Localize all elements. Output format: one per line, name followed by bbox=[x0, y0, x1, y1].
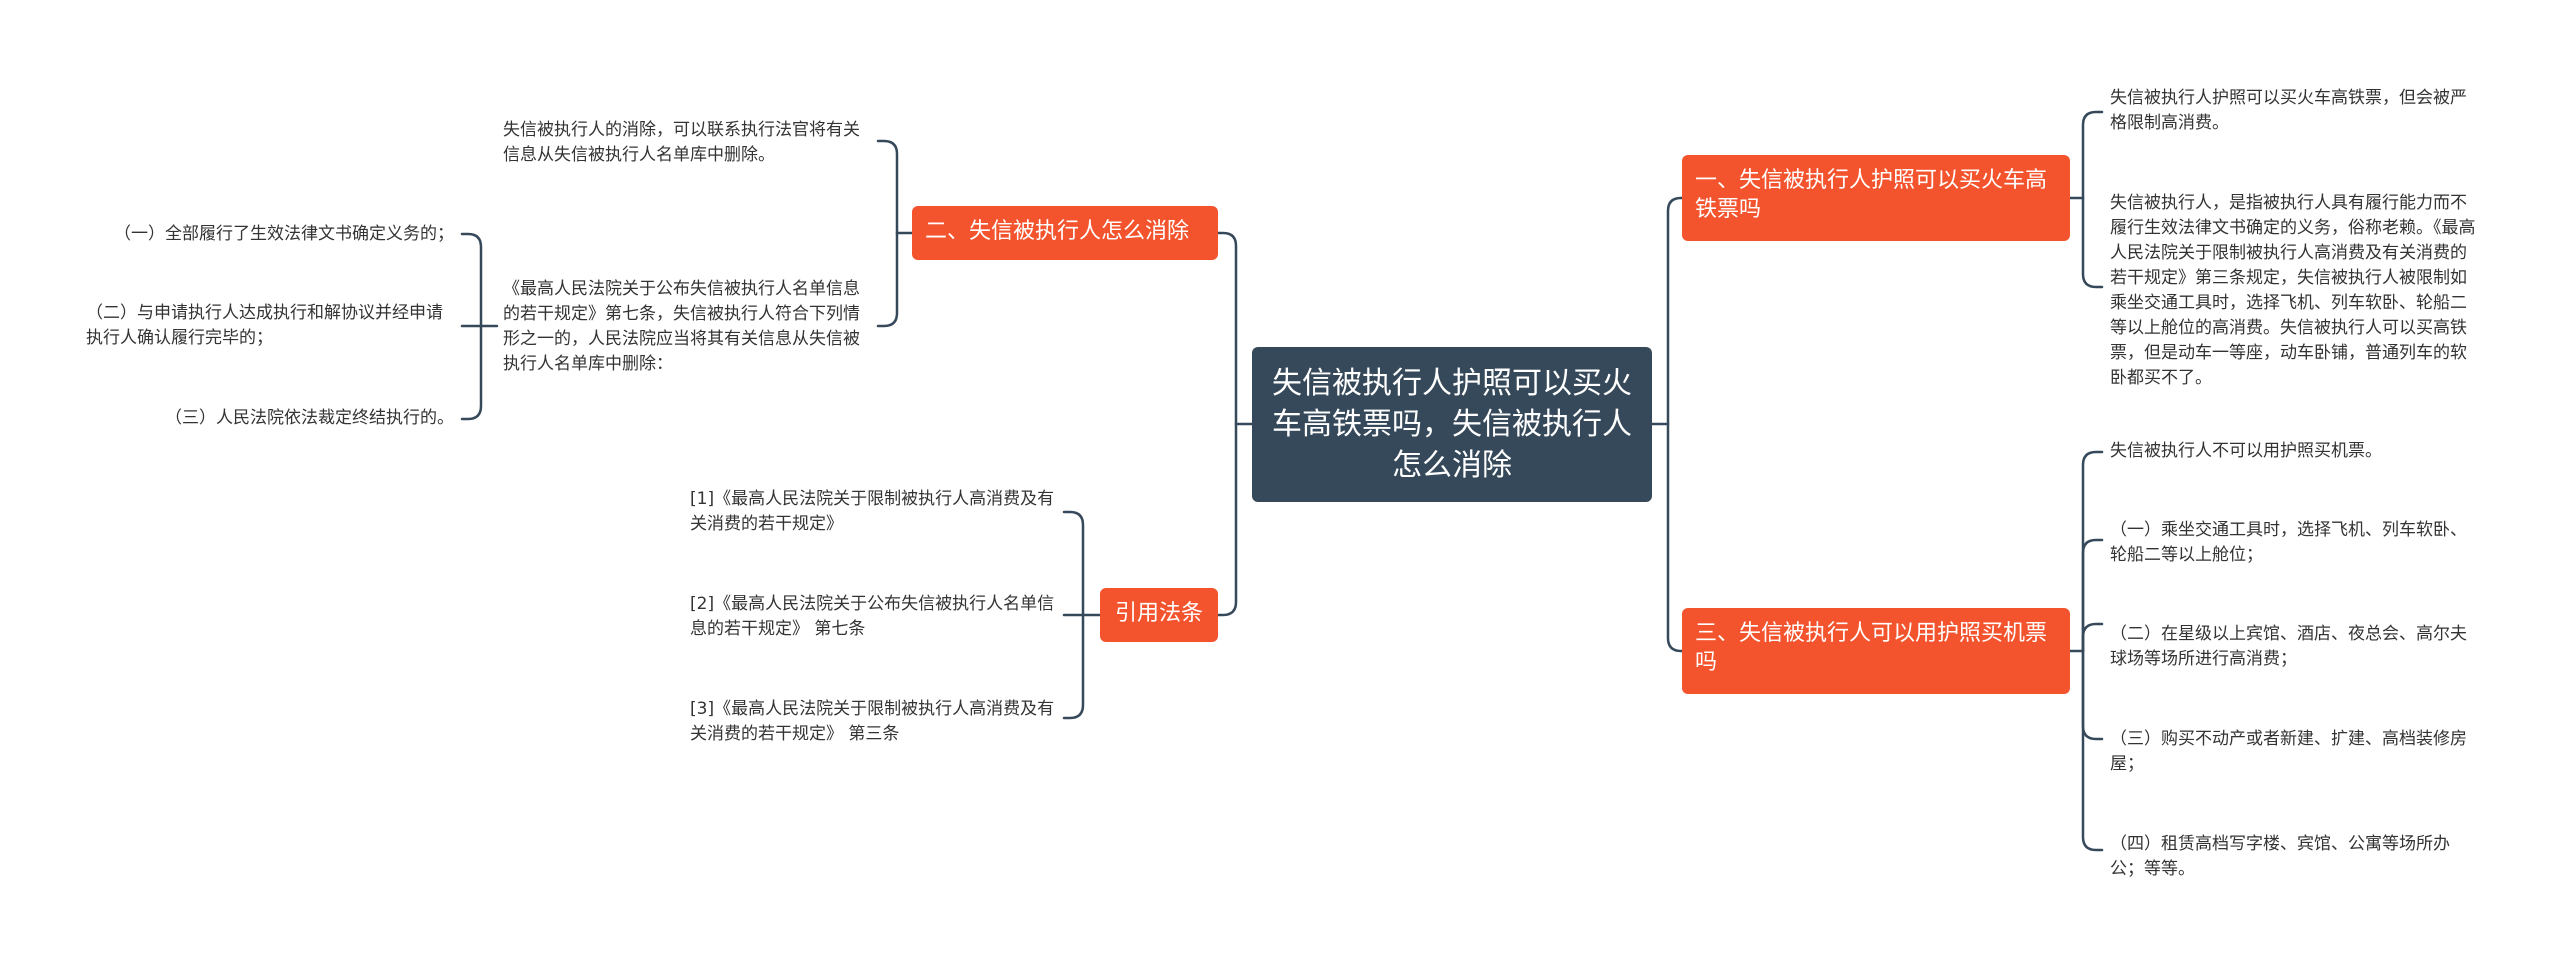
branch-label: 二、失信被执行人怎么消除 bbox=[925, 219, 1190, 244]
connector-branch2-leaf2 bbox=[876, 231, 899, 328]
leaf-text: （一）乘坐交通工具时，选择飞机、列车软卧、轮船二等以上舱位； bbox=[2110, 520, 2467, 565]
subleaf-text: （二）与申请执行人达成执行和解协议并经申请执行人确认履行完毕的； bbox=[86, 303, 443, 348]
reference-item: [1]《最高人民法院关于限制被执行人高消费及有关消费的若干规定》 bbox=[690, 489, 1055, 534]
connector-ref3 bbox=[1062, 613, 1085, 720]
connector-subleaf1 bbox=[460, 232, 483, 328]
branch-passport-high-speed-rail[interactable]: 一、失信被执行人护照可以买火车高铁票吗 bbox=[1682, 155, 2070, 241]
connector-branch3-leaf2 bbox=[2081, 538, 2104, 653]
connector-branch3-leaf3 bbox=[2081, 622, 2104, 653]
root-topic-label: 失信被执行人护照可以买火车高铁票吗，失信被执行人怎么消除 bbox=[1272, 366, 1632, 483]
connector-subleaf3 bbox=[460, 324, 483, 421]
leaf-text: 失信被执行人的消除，可以联系执行法官将有关信息从失信被执行人名单库中删除。 bbox=[503, 120, 860, 165]
leaf-text: 失信被执行人，是指被执行人具有履行能力而不履行生效法律文书确定的义务，俗称老赖。… bbox=[2110, 193, 2476, 388]
connector-branch3-leaf1 bbox=[2081, 450, 2104, 653]
branch-label: 三、失信被执行人可以用护照买机票吗 bbox=[1695, 621, 2048, 675]
leaf-text: 失信被执行人不可以用护照买机票。 bbox=[2110, 441, 2382, 461]
connector-root-references bbox=[1216, 422, 1238, 617]
connector-branch2-leaf1 bbox=[876, 139, 899, 235]
leaf-text: 《最高人民法院关于公布失信被执行人名单信息的若干规定》第七条，失信被执行人符合下… bbox=[503, 279, 860, 374]
connector-ref1 bbox=[1062, 510, 1085, 617]
connector-branch1-leaf2 bbox=[2081, 196, 2104, 289]
leaf-text: （二）在星级以上宾馆、酒店、夜总会、高尔夫球场等场所进行高消费； bbox=[2110, 624, 2467, 669]
reference-item: [2]《最高人民法院关于公布失信被执行人名单信息的若干规定》 第七条 bbox=[690, 594, 1055, 639]
leaf-text: （四）租赁高档写字楼、宾馆、公寓等场所办公；等等。 bbox=[2110, 834, 2450, 879]
reference-item: [3]《最高人民法院关于限制被执行人高消费及有关消费的若干规定》 第三条 bbox=[690, 699, 1055, 744]
branch-label: 一、失信被执行人护照可以买火车高铁票吗 bbox=[1695, 168, 2048, 222]
connector-root-branch1 bbox=[1650, 196, 1684, 426]
connector-branch3-leaf4 bbox=[2081, 649, 2104, 741]
leaf-text: （三）购买不动产或者新建、扩建、高档装修房屋； bbox=[2110, 729, 2467, 774]
connector-branch3-leaf5 bbox=[2081, 649, 2104, 852]
connector-branch1-leaf1 bbox=[2081, 110, 2104, 200]
branch-passport-flight-ticket[interactable]: 三、失信被执行人可以用护照买机票吗 bbox=[1682, 608, 2070, 694]
root-topic[interactable]: 失信被执行人护照可以买火车高铁票吗，失信被执行人怎么消除 bbox=[1252, 347, 1652, 502]
leaf-text: 失信被执行人护照可以买火车高铁票，但会被严格限制高消费。 bbox=[2110, 88, 2467, 133]
branch-how-to-remove[interactable]: 二、失信被执行人怎么消除 bbox=[912, 206, 1218, 260]
subleaf-text: （三）人民法院依法裁定终结执行的。 bbox=[165, 408, 454, 428]
subleaf-text: （一）全部履行了生效法律文书确定义务的； bbox=[114, 224, 454, 244]
connector-root-branch2 bbox=[1216, 231, 1254, 426]
branch-label: 引用法条 bbox=[1114, 601, 1203, 626]
branch-references[interactable]: 引用法条 bbox=[1100, 588, 1218, 642]
connector-root-branch3 bbox=[1666, 422, 1684, 653]
